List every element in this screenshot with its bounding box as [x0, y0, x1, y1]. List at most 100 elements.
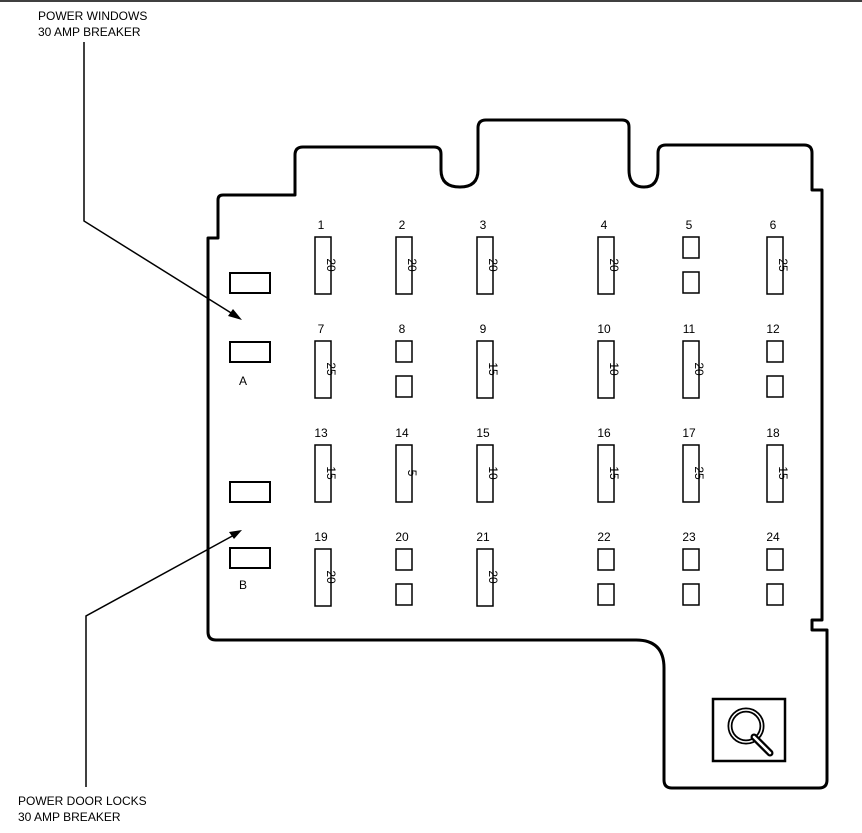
empty-slot-lower [395, 583, 413, 606]
fuse-8: 8 [395, 322, 413, 398]
fuse-body [314, 548, 332, 607]
fuse-rating: 20 [324, 570, 338, 584]
power-windows-leader-line [83, 42, 237, 317]
fuse-number: 9 [480, 322, 487, 336]
breaker-slot-lower [229, 481, 271, 503]
fuse-rating: 20 [692, 362, 706, 376]
fuse-number: 15 [476, 426, 490, 440]
fuse-body [597, 340, 615, 399]
empty-slot-lower [395, 375, 413, 398]
fuse-rating: 10 [486, 466, 500, 480]
fuse-number: 6 [770, 218, 777, 232]
power-windows-title: POWER WINDOWS [38, 9, 148, 23]
empty-slot-upper [395, 340, 413, 363]
fuse-20: 20 [395, 530, 413, 606]
fuse-body [682, 340, 700, 399]
fuse-body [314, 236, 332, 295]
fuse-rating: 20 [607, 258, 621, 272]
fuse-rating: 5 [405, 470, 419, 477]
empty-slot-upper [766, 340, 784, 363]
fuse-number: 21 [476, 530, 490, 544]
fuse-body [476, 444, 494, 503]
fuse-number: 22 [597, 530, 611, 544]
fuse-rating: 20 [324, 258, 338, 272]
empty-slot-upper [682, 548, 700, 571]
fuse-number: 3 [480, 218, 487, 232]
fuse-rating: 15 [486, 362, 500, 376]
fuse-number: 5 [686, 218, 693, 232]
fuse-number: 17 [682, 426, 696, 440]
fuse-6: 6 25 [766, 218, 790, 295]
fuse-body [766, 236, 784, 295]
fuse-number: 14 [395, 426, 409, 440]
fuse-number: 7 [318, 322, 325, 336]
fuse-2: 220 [395, 218, 419, 295]
breaker-b-label: B [239, 578, 247, 592]
ground-symbol [711, 697, 787, 763]
fuse-body [395, 236, 413, 295]
power-door-locks-caption: POWER DOOR LOCKS 30 AMP BREAKER [18, 793, 147, 825]
fuse-body [597, 444, 615, 503]
breaker-a-label: A [239, 374, 247, 388]
fuse-body [766, 444, 784, 503]
power-windows-arrowhead [228, 309, 242, 320]
fuse-body [476, 548, 494, 607]
fuse-body [476, 340, 494, 399]
fuse-number: 2 [399, 218, 406, 232]
fuse-1: 120 [314, 218, 338, 295]
fuse-rating: 25 [692, 466, 706, 480]
fuse-23: 23 [682, 530, 700, 606]
fuse-number: 18 [766, 426, 780, 440]
power-door-locks-breaker-b [229, 547, 271, 569]
fuse-rating: 25 [324, 362, 338, 376]
fuse-rating: 15 [324, 466, 338, 480]
fuse-body [314, 444, 332, 503]
fuse-number: 4 [601, 218, 608, 232]
power-door-locks-arrowhead [229, 530, 242, 539]
fuse-9: 9 15 [476, 322, 500, 399]
fuse-rating: 20 [486, 258, 500, 272]
empty-slot-lower [766, 583, 784, 606]
fuse-rating: 20 [486, 570, 500, 584]
fuse-4: 4 20 [597, 218, 621, 295]
power-windows-rating: 30 AMP BREAKER [38, 25, 141, 39]
fuse-13: 13 15 [314, 426, 338, 503]
empty-slot-lower [682, 271, 700, 294]
fuse-number: 16 [597, 426, 611, 440]
empty-slot-upper [682, 236, 700, 259]
fuse-3: 3 20 [476, 218, 500, 295]
fuse-14: 14 5 [395, 426, 419, 503]
empty-slot-upper [597, 548, 615, 571]
fuse-body [395, 444, 413, 503]
fuse-rating: 25 [776, 258, 790, 272]
fuse-body [476, 236, 494, 295]
breaker-slot-upper [229, 272, 271, 294]
fuse-rating: 10 [607, 362, 621, 376]
fuse-rating: 15 [607, 466, 621, 480]
fuse-panel-outline [206, 118, 829, 790]
power-door-locks-rating: 30 AMP BREAKER [18, 810, 121, 824]
power-door-locks-title: POWER DOOR LOCKS [18, 794, 147, 808]
fuse-22: 22 [597, 530, 615, 606]
fuse-number: 19 [314, 530, 328, 544]
empty-slot-lower [597, 583, 615, 606]
fuse-number: 12 [766, 322, 780, 336]
empty-slot-lower [766, 375, 784, 398]
power-door-locks-leader-line [85, 533, 237, 787]
fuse-21: 21 20 [476, 530, 500, 607]
fuse-number: 20 [395, 530, 409, 544]
fuse-number: 13 [314, 426, 328, 440]
fuse-5: 5 [682, 218, 700, 294]
power-windows-caption: POWER WINDOWS 30 AMP BREAKER [38, 8, 147, 40]
fuse-body [597, 236, 615, 295]
fuse-rating: 15 [776, 466, 790, 480]
empty-slot-upper [395, 548, 413, 571]
